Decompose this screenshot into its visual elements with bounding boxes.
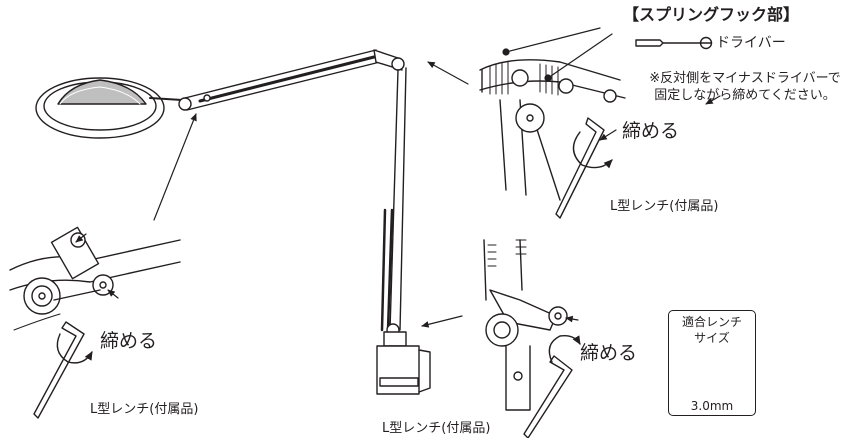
hex-wrench-bottom [523, 334, 581, 438]
lamp-upper-arm [373, 49, 407, 332]
wrench-size-value: 3.0mm [690, 399, 734, 413]
wrench-size-line2: サイズ [694, 331, 730, 345]
bottom-joint-detail [483, 239, 568, 411]
wrench-label-left: L型レンチ(付属品) [90, 402, 199, 417]
lamp-base-clamp [376, 323, 431, 395]
wrench-label-top: L型レンチ(付属品) [610, 199, 719, 214]
note-line-2: 固定しながら締めてください。 [654, 88, 836, 103]
wrench-size-box: 適合レンチ サイズ 3.0mm [668, 310, 756, 416]
hex-wrench-left [33, 321, 93, 419]
spring-hook-title: 【スプリングフック部】 [623, 5, 800, 24]
tighten-label-bottom: 締める [580, 342, 638, 364]
hex-wrench-top [555, 117, 613, 219]
spring-hook-note: ※反対側をマイナスドライバーで 固定しながら締めてください。 [630, 70, 860, 104]
lamp-head [35, 77, 183, 139]
wrench-label-bottom: L型レンチ(付属品) [382, 421, 491, 436]
lamp-lower-arm [178, 49, 381, 111]
wrench-size-line1: 適合レンチ [681, 315, 742, 329]
driver-label: ドライバー [716, 35, 786, 51]
tighten-label-top: 締める [622, 120, 680, 142]
screwdriver-icon [635, 36, 713, 50]
left-joint-detail [9, 226, 181, 331]
note-line-1: ※反対側をマイナスドライバーで [649, 71, 841, 86]
tighten-label-left: 締める [100, 330, 158, 352]
leader-arrows [75, 27, 721, 328]
spring-hook-detail [469, 50, 641, 201]
